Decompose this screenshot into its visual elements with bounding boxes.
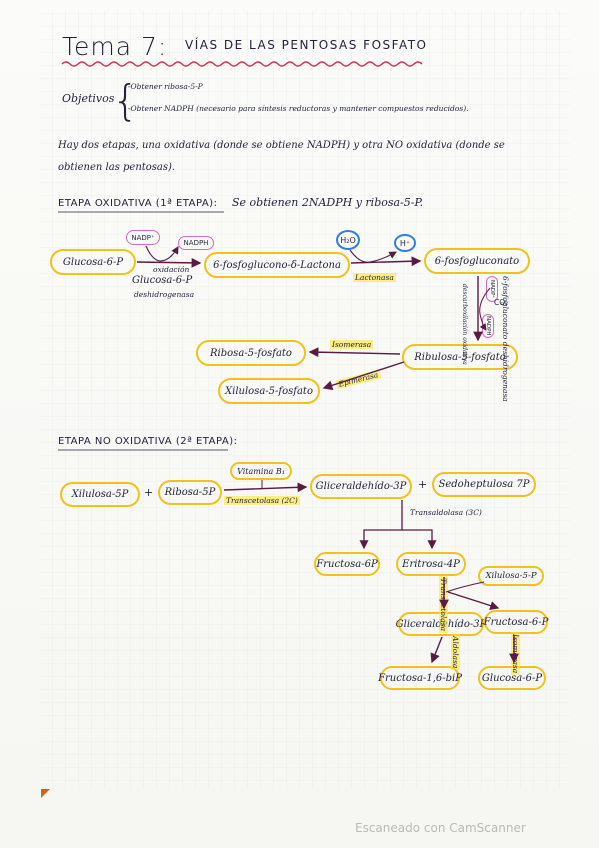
arrow-xilulosa-join <box>445 581 485 593</box>
objetivo-item-1: -Obtener ribosa-5-P <box>128 82 203 91</box>
node-sedoheptulosa-7p: Sedoheptulosa 7P <box>432 472 536 497</box>
node-fructosa-6p-a: Fructosa-6P <box>314 552 380 576</box>
arrow-transaldolasa <box>359 500 403 550</box>
enzyme-g6p-dh-line2: deshidrogenasa <box>134 290 195 299</box>
intro-line-1: Hay dos etapas, una oxidativa (donde se … <box>58 140 505 151</box>
cofactor-vitamina-b1: Vitamina B₁ <box>230 462 292 480</box>
intro-line-2: obtienen las pentosas). <box>58 162 176 173</box>
camscanner-watermark: Escaneado con CamScanner <box>355 821 526 835</box>
enzyme-isomerasa-1: Isomerasa <box>330 340 374 349</box>
node-gliceraldehido-3p-a: Gliceraldehído-3P <box>310 474 412 499</box>
node-ribosa-5-fosfato: Ribosa-5-fosfato <box>196 340 306 366</box>
arrow-nadp-curve <box>145 245 179 262</box>
node-xilulosa-5p-b: Xilulosa-5-P <box>478 566 544 586</box>
node-eritrosa-4p: Eritrosa-4P <box>396 552 466 576</box>
arrow-ribulosa-to-ribosa <box>308 347 401 358</box>
arrow-ribulosa-to-xilulosa <box>322 361 405 391</box>
cofactor-nadp-1: NADP⁺ <box>126 230 160 245</box>
node-xilulosa-5p: Xilulosa-5P <box>60 482 140 507</box>
cofactor-co2: CO₂ <box>494 298 509 307</box>
arrow-to-fructosa6p-b <box>447 591 500 610</box>
arrow-transaldolasa-right <box>402 529 437 550</box>
arrow-g6p-to-lactona <box>136 257 202 268</box>
node-fructosa-16-bip: Fructosa-1,6-biP <box>378 666 462 690</box>
node-glucosa-6p: Glucosa-6-P <box>50 249 136 275</box>
node-ribosa-5p: Ribosa-5P <box>158 480 222 505</box>
plus-sign-2: + <box>418 478 428 491</box>
node-ribulosa-5-fosfato: Ribulosa-5-fosfato <box>402 344 518 370</box>
objetivos-brace: { <box>112 76 139 125</box>
etapa1-summary: Se obtienen 2NADPH y ribosa-5-P. <box>232 196 424 209</box>
cofactor-h2o: H₂O <box>336 230 360 250</box>
enzyme-transaldolasa: Transaldolasa (3C) <box>410 508 482 517</box>
arrow-h2o-curve <box>349 249 397 263</box>
enzyme-oxidacion: oxidación <box>153 265 190 274</box>
title-wavy-underline <box>61 61 423 67</box>
arrow-lactona-to-6pg <box>350 256 422 267</box>
node-6-fosfogluconato: 6-fosfogluconato <box>424 248 530 274</box>
page-corner-mark <box>41 789 50 798</box>
cofactor-h-plus: H⁺ <box>394 234 416 252</box>
etapa2-heading: ETAPA NO OXIDATIVA (2ª ETAPA): <box>58 436 238 447</box>
cofactor-nadp-2: NADP⁺ <box>486 276 498 302</box>
enzyme-transcetolasa-1: Transcetolasa (2C) <box>224 496 300 505</box>
objetivos-label: Objetivos <box>62 92 115 105</box>
cofactor-nadph-1: NADPH <box>178 236 214 250</box>
enzyme-lactonasa: Lactonasa <box>353 273 396 282</box>
node-6-fosfoglucono-lactona: 6-fosfoglucono-δ-Lactona <box>204 252 350 278</box>
plus-sign-1: + <box>144 486 154 499</box>
arrow-nadp2-curve <box>479 287 491 331</box>
arrow-g3p-to-f16bp <box>430 636 443 664</box>
enzyme-g6p-dh-line1: Glucosa-6-P <box>132 275 193 286</box>
objetivo-item-2: -Obtener NADPH (necesario para síntesis … <box>128 104 469 113</box>
etapa1-heading: ETAPA OXIDATIVA (1ª ETAPA): <box>58 198 218 209</box>
node-xilulosa-5-fosfato: Xilulosa-5-fosfato <box>218 378 320 404</box>
page-title: Tema 7: <box>62 32 168 61</box>
page-subtitle: VÍAS DE LAS PENTOSAS FOSFATO <box>185 38 428 52</box>
arrow-pentoses-to-g3p <box>223 482 308 493</box>
